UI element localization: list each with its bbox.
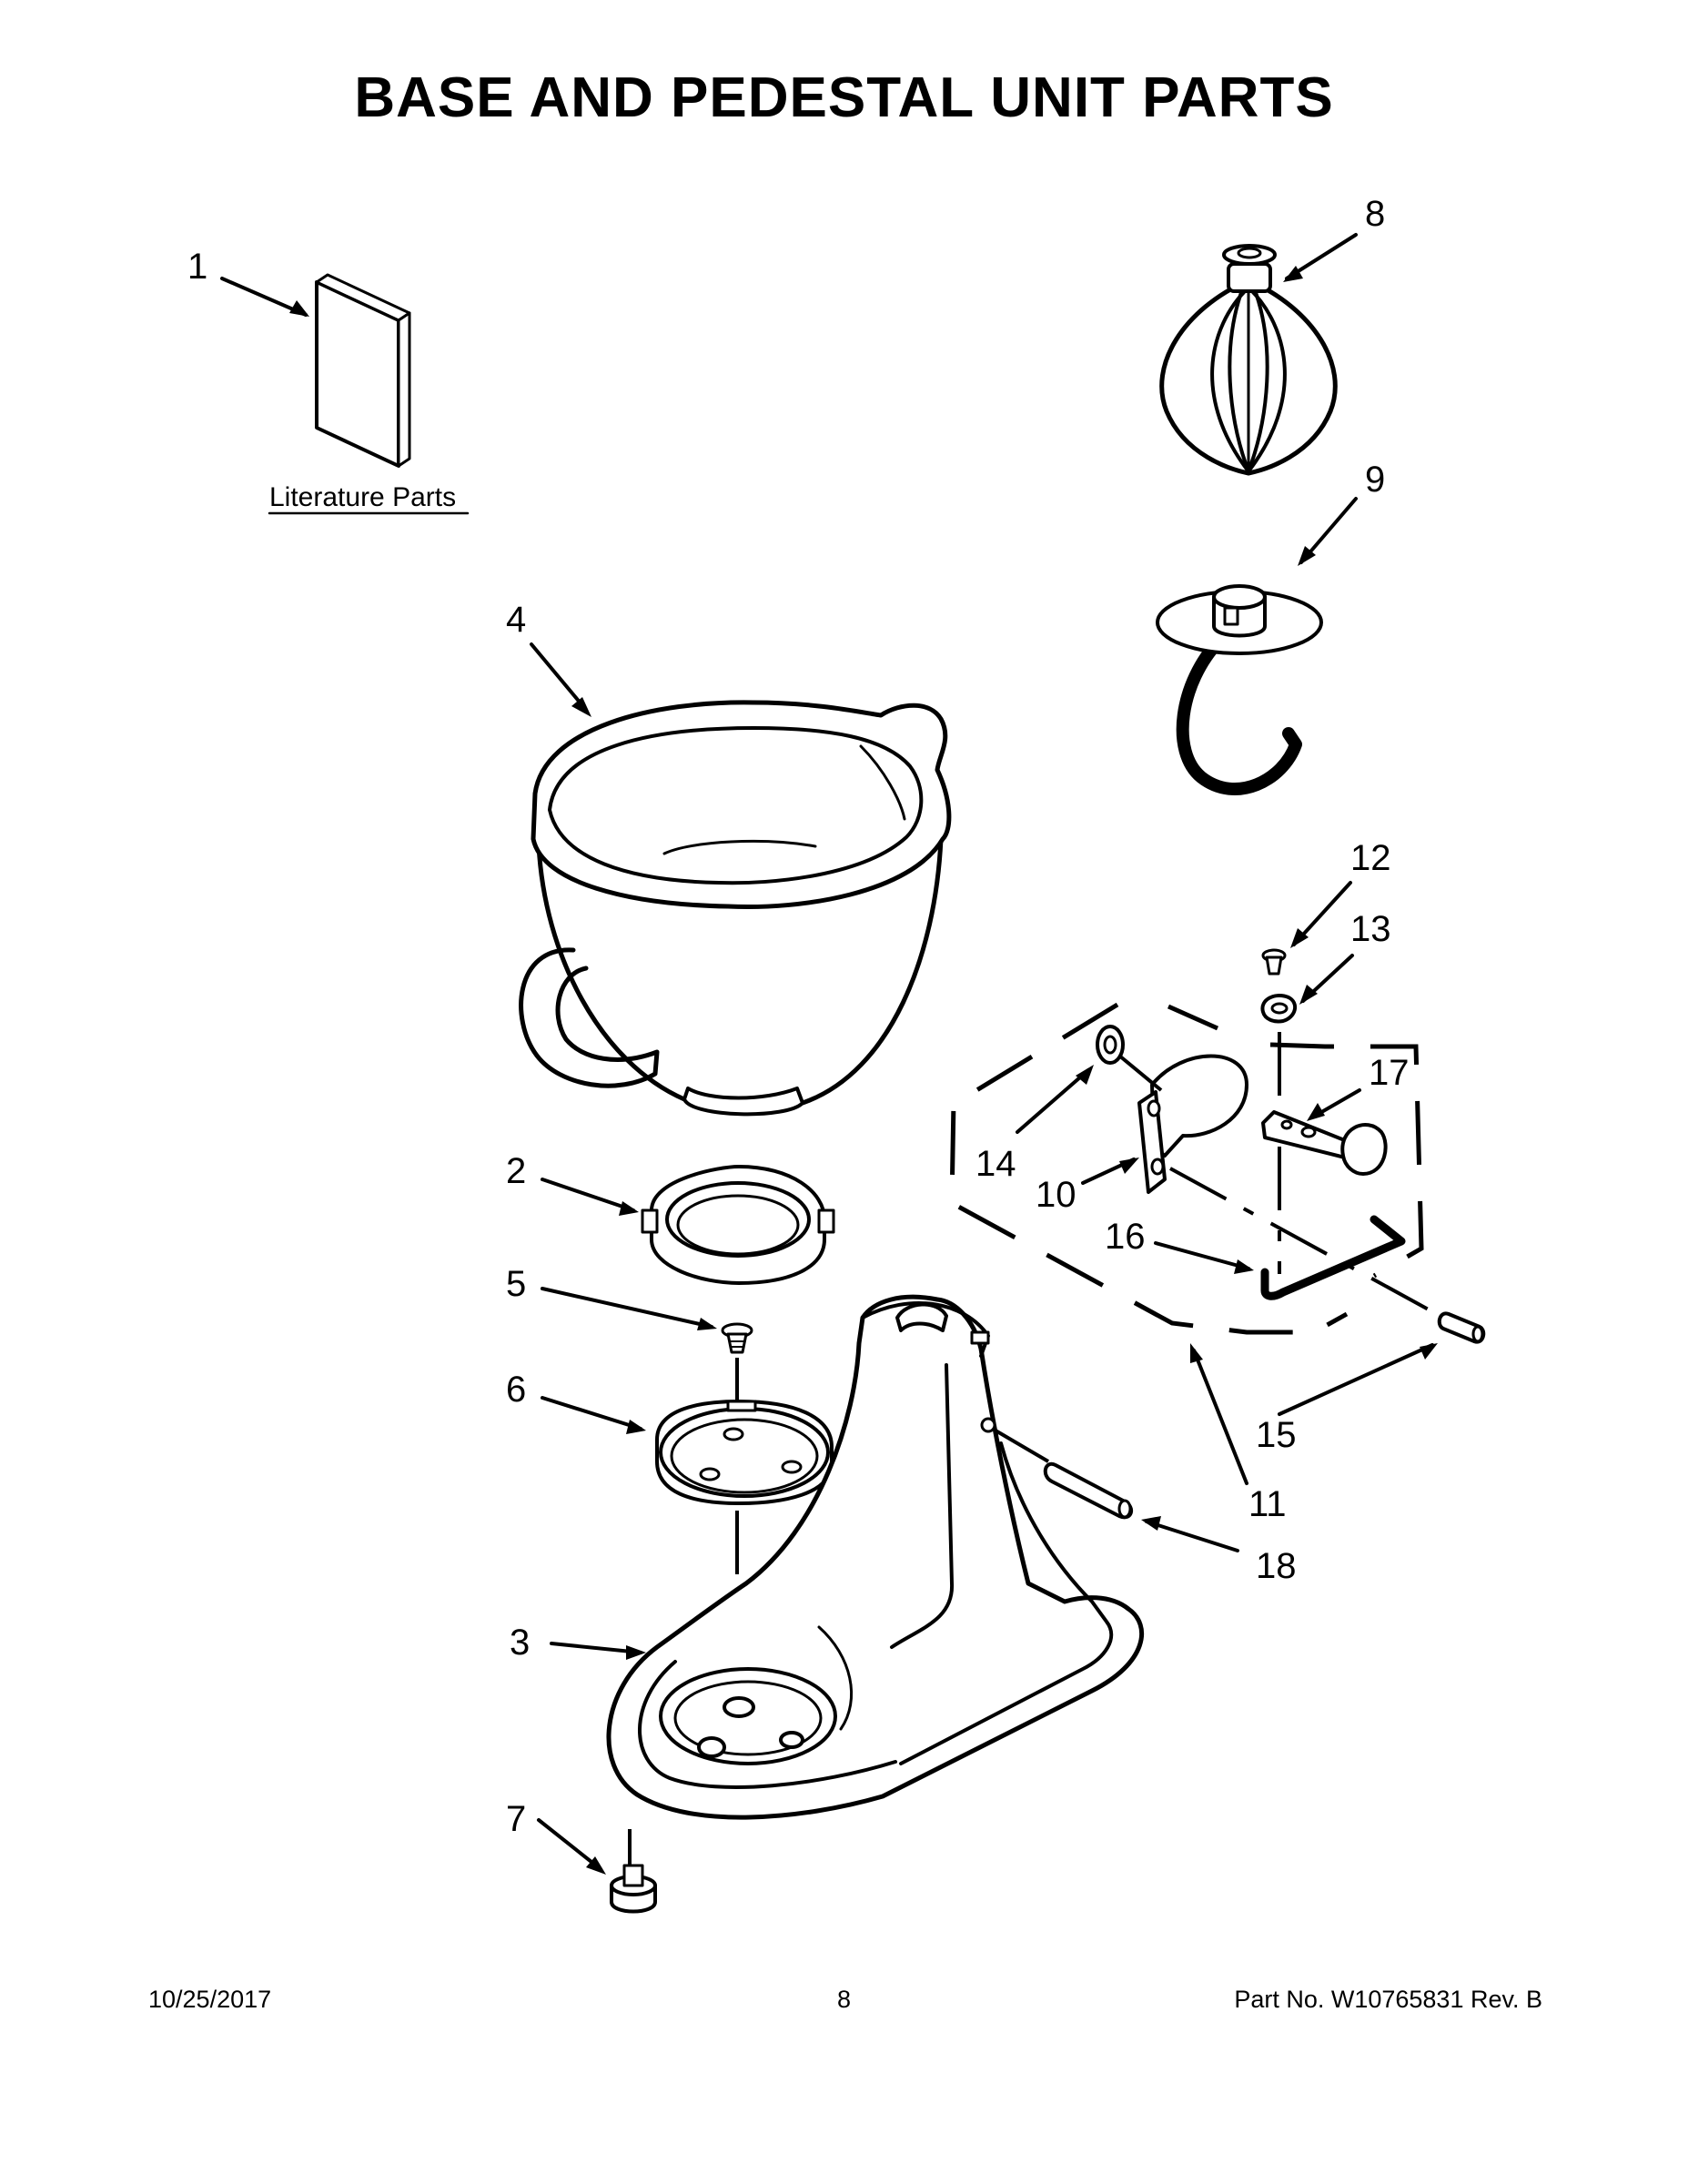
literature-parts-label: Literature Parts: [269, 482, 456, 512]
dough-hook: [1156, 584, 1323, 795]
assembly-box-outline: [949, 1002, 1349, 1335]
callout-5: 5: [506, 1264, 526, 1304]
callout-3: 3: [510, 1623, 530, 1663]
footer-page-number: 8: [836, 1986, 852, 2013]
footer-part-number: Part No. W10765831 Rev. B: [1234, 1986, 1542, 2013]
callout-7: 7: [506, 1799, 526, 1839]
arrowhead-5: [697, 1318, 717, 1330]
arrowhead-18: [1141, 1516, 1161, 1531]
callout-10: 10: [1036, 1175, 1076, 1215]
axis-long-pin: [1169, 1167, 1448, 1321]
leader-18: [1145, 1520, 1239, 1552]
pedestal-base: [606, 1294, 1145, 1820]
leader-16: [1154, 1241, 1250, 1270]
arrowhead-15: [1420, 1343, 1438, 1360]
arrowhead-10: [1119, 1158, 1139, 1174]
assembly-box-right: [1269, 1042, 1424, 1279]
callout-13: 13: [1350, 909, 1391, 949]
rubber-foot: [610, 1864, 657, 1914]
arrowhead-14: [1076, 1065, 1094, 1085]
footer-date: 10/25/2017: [148, 1986, 272, 2013]
leader-14: [1016, 1068, 1090, 1134]
callout-16: 16: [1105, 1217, 1146, 1257]
callout-2: 2: [506, 1151, 526, 1191]
callout-15: 15: [1256, 1415, 1297, 1455]
arrowhead-7: [586, 1856, 606, 1875]
leader-1: [220, 277, 308, 317]
mixing-bowl: [519, 700, 952, 1117]
arrowhead-6: [626, 1420, 646, 1434]
callout-1: 1: [187, 247, 207, 287]
leader-6: [541, 1396, 642, 1431]
leader-11: [1192, 1349, 1248, 1485]
arrowhead-17: [1307, 1103, 1325, 1121]
arrowhead-2: [619, 1201, 639, 1216]
callout-18: 18: [1256, 1546, 1297, 1586]
lock-spring: [1263, 1218, 1403, 1299]
callout-9: 9: [1365, 460, 1385, 500]
literature-booklet: [315, 273, 411, 468]
lock-bracket: [1137, 1054, 1248, 1194]
arrowhead-11: [1190, 1343, 1203, 1363]
wire-whip: [1159, 244, 1338, 476]
clamp-plate: [655, 1400, 834, 1505]
lever-screw: [1261, 948, 1287, 976]
leader-5: [541, 1287, 713, 1329]
callout-14: 14: [975, 1144, 1016, 1184]
assembly-box-top-left: [1167, 1004, 1219, 1031]
leader-2: [541, 1178, 635, 1212]
lever-washer: [1260, 994, 1298, 1024]
arrowhead-1: [289, 300, 309, 317]
axis-washer-bracket: [1117, 1054, 1163, 1092]
arrowhead-16: [1234, 1259, 1254, 1274]
callout-6: 6: [506, 1370, 526, 1410]
arrowhead-3: [626, 1645, 646, 1660]
hinge-pin: [1043, 1461, 1134, 1520]
bowl-clamp-ring: [641, 1165, 835, 1285]
lock-lever: [1261, 1110, 1388, 1176]
callout-11: 11: [1248, 1484, 1287, 1524]
leader-7: [537, 1818, 602, 1871]
pivot-washer: [1096, 1025, 1125, 1065]
axis-pin: [994, 1429, 1050, 1463]
leader-4: [530, 642, 588, 712]
lock-pin: [1437, 1311, 1486, 1344]
arrowhead-9: [1298, 546, 1316, 566]
bowl-screw: [721, 1322, 753, 1354]
callout-8: 8: [1365, 194, 1385, 234]
callout-4: 4: [506, 600, 526, 640]
arrowhead-13: [1299, 985, 1318, 1005]
arrowhead-4: [571, 697, 591, 717]
arrowhead-8: [1283, 266, 1303, 282]
page-title: BASE AND PEDESTAL UNIT PARTS: [354, 66, 1334, 129]
arrowhead-12: [1290, 928, 1309, 948]
leader-3: [550, 1642, 642, 1654]
callout-12: 12: [1350, 838, 1391, 878]
leader-15: [1278, 1343, 1434, 1416]
callout-17: 17: [1369, 1053, 1410, 1093]
